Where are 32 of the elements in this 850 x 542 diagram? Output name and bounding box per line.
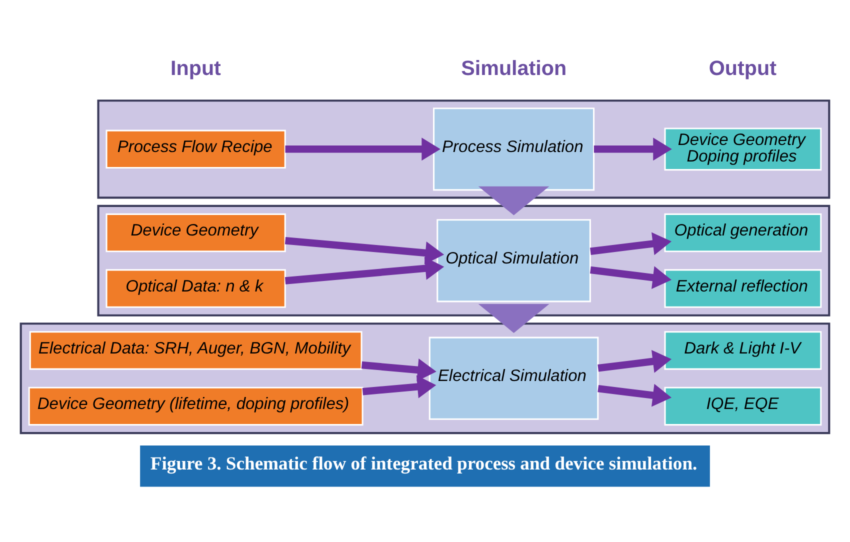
node-box: IQE, EQE	[664, 386, 822, 426]
arrow	[362, 374, 436, 398]
arrow	[590, 232, 672, 255]
arrow	[590, 266, 672, 289]
cluster	[97, 99, 830, 198]
cluster	[20, 322, 830, 434]
label: Input	[170, 56, 221, 80]
node-box: Device Geometry	[106, 212, 286, 252]
node-box: Optical Data: n & k	[106, 268, 286, 308]
node-box: Device Geometry Doping profiles	[664, 127, 822, 170]
node-box: Dark & Light I-V	[664, 330, 822, 370]
arrow	[361, 358, 436, 381]
arrow	[285, 137, 440, 160]
cluster	[97, 204, 830, 316]
node-box: Device Geometry (lifetime, doping profiles)	[28, 386, 364, 426]
node-box: Electrical Simulation	[428, 336, 599, 420]
arrow	[478, 304, 550, 332]
arrow	[598, 349, 672, 372]
node-box: External reflection	[664, 268, 822, 308]
arrow	[284, 256, 444, 284]
arrow	[598, 383, 672, 406]
node-box: Optical Simulation	[436, 218, 591, 302]
label: Simulation	[461, 56, 567, 80]
arrow	[284, 236, 444, 264]
node-box: Process Simulation	[433, 107, 595, 190]
arrow	[478, 186, 550, 215]
node-box: Electrical Data: SRH, Auger, BGN, Mobility	[29, 330, 362, 370]
node-box: Process Flow Recipe	[106, 129, 286, 168]
caption: Figure 3. Schematic flow of integrated process and device simulation.	[150, 453, 698, 474]
node-box: Optical generation	[664, 212, 822, 252]
label: Output	[708, 56, 776, 80]
arrow	[594, 137, 672, 160]
